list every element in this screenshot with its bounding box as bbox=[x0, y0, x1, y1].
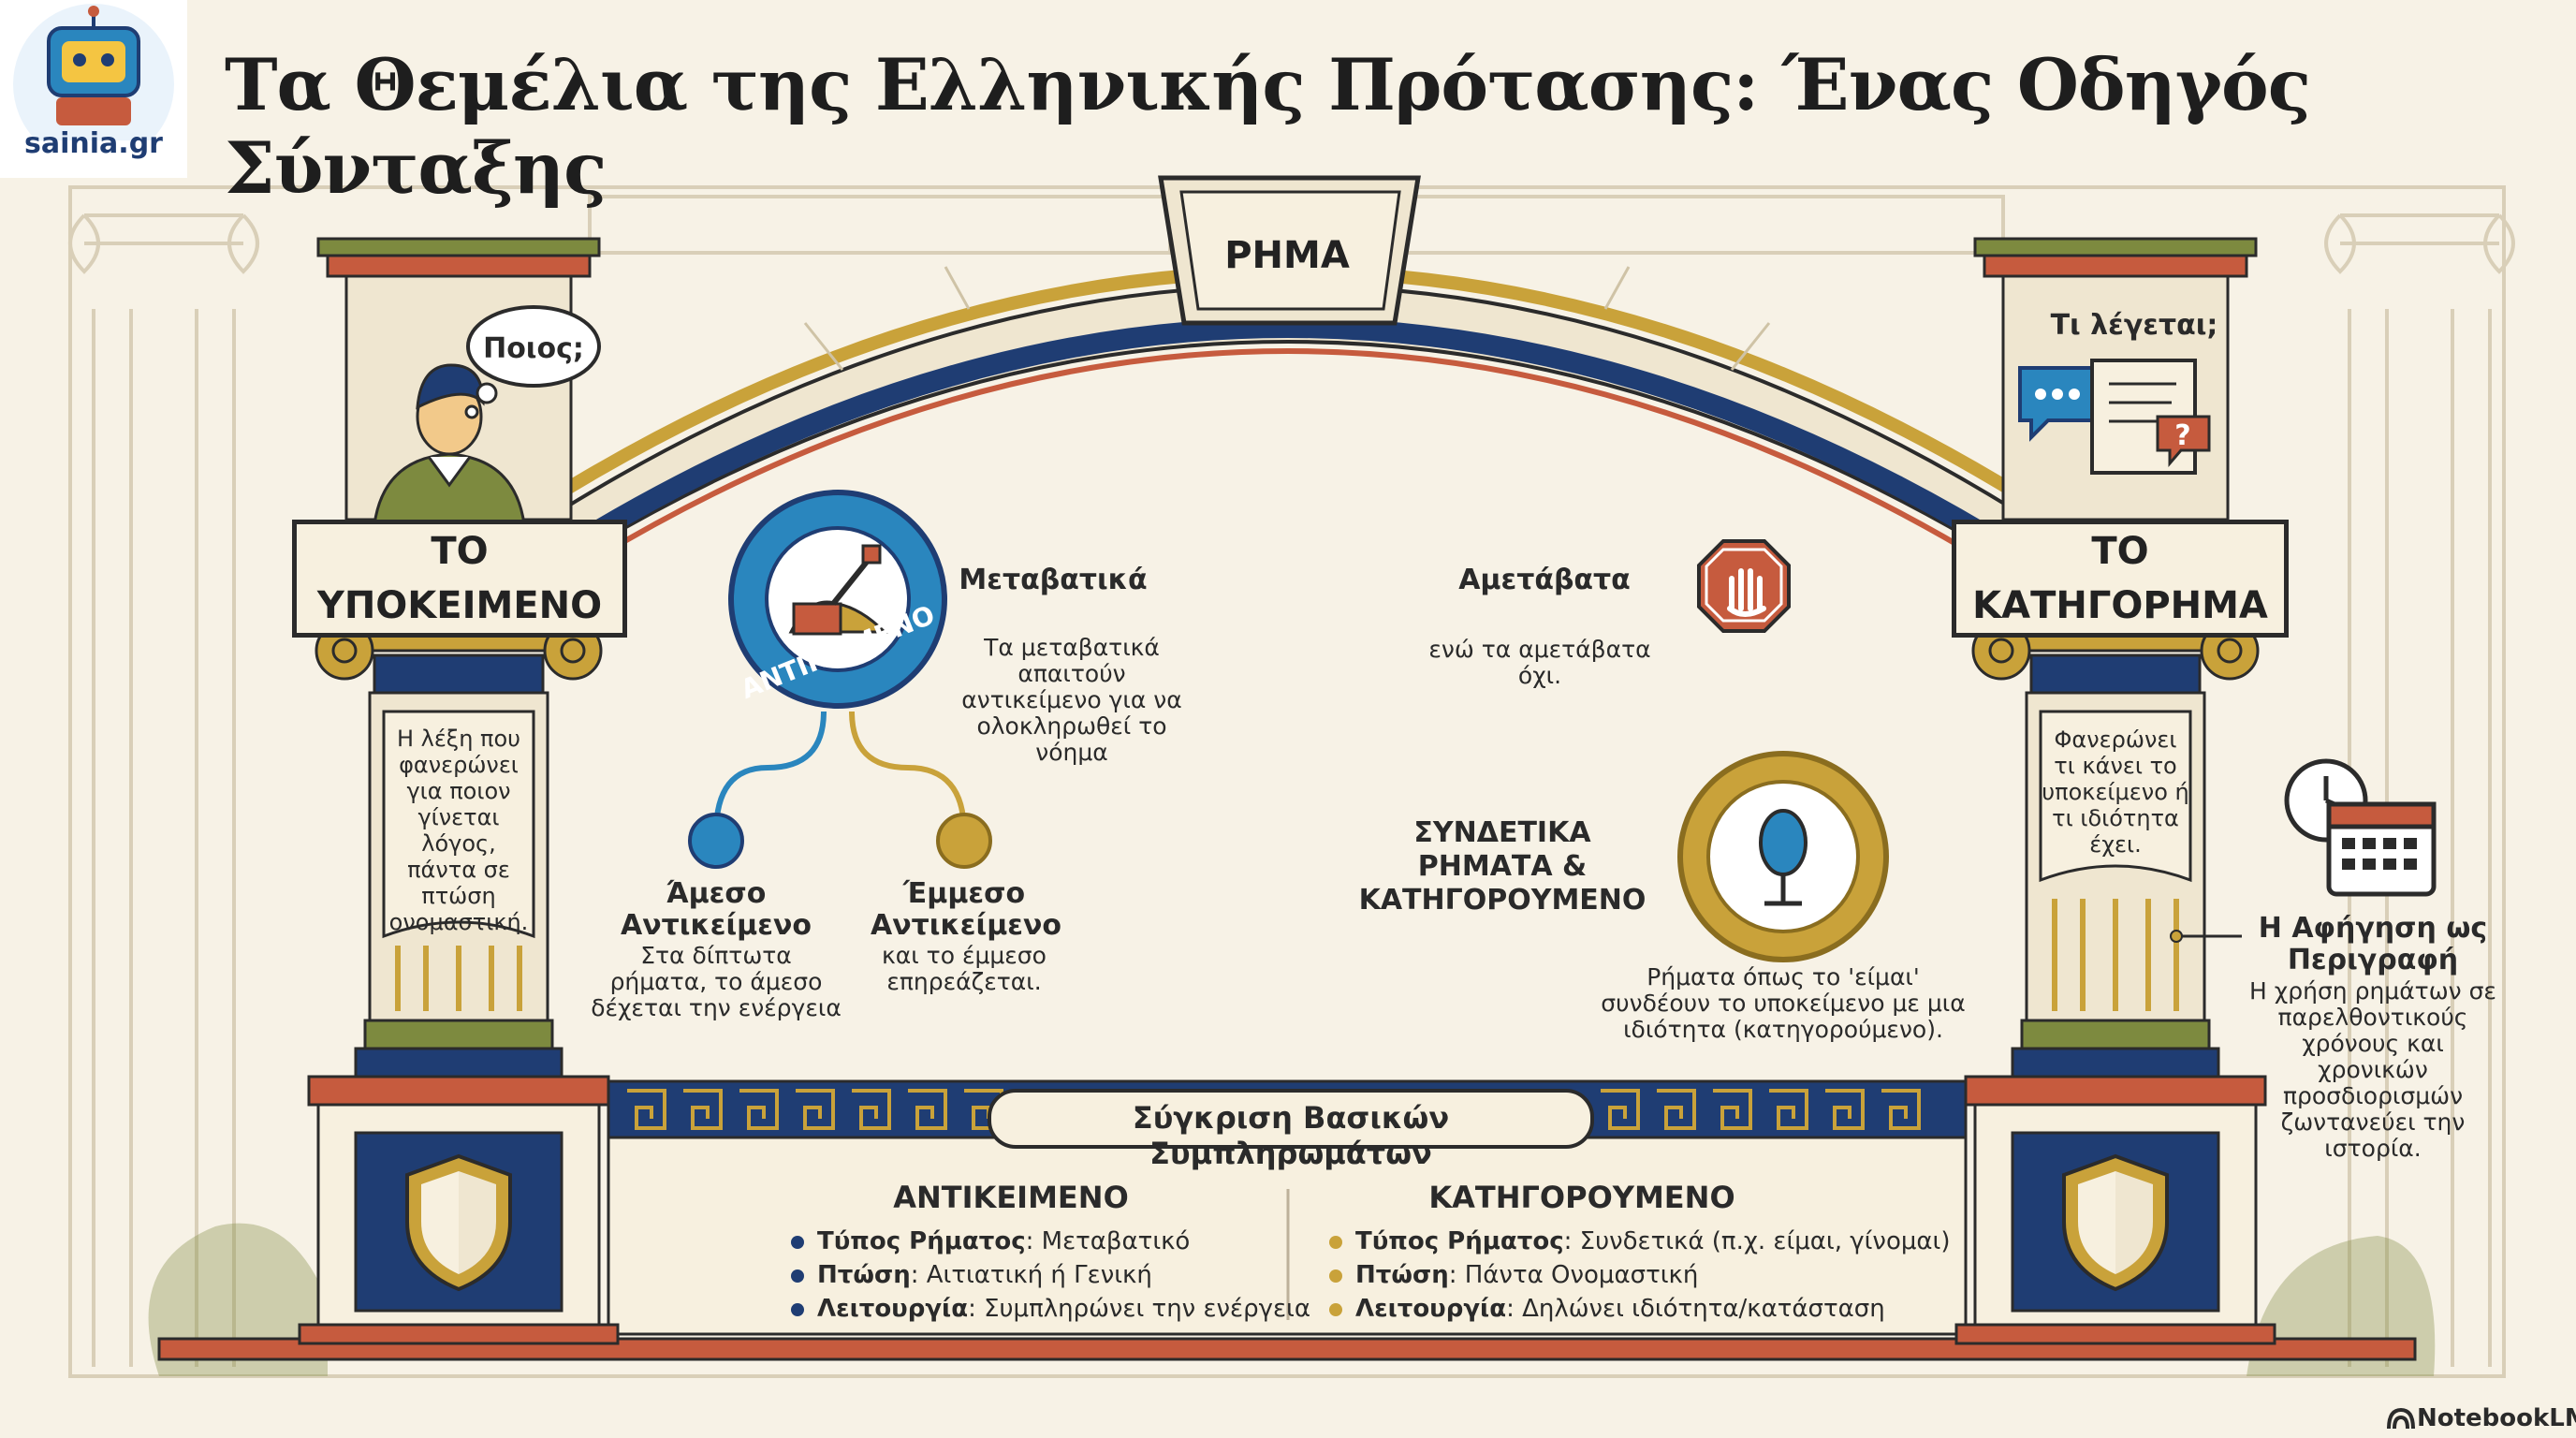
intransitive-title: Αμετάβατα bbox=[1458, 564, 1631, 596]
svg-text:?: ? bbox=[2174, 419, 2190, 452]
transitive-title: Μεταβατικά bbox=[959, 564, 1148, 596]
predicate-label: ΤΟ ΚΑΤΗΓΟΡΗΜΑ bbox=[1952, 520, 2289, 638]
logo-text: sainia.gr bbox=[24, 127, 163, 160]
verb-label: ΡΗΜΑ bbox=[1224, 234, 1350, 277]
predicate-scroll-text: Φανερώνει τι κάνει το υποκείμενο ή τι ιδ… bbox=[2042, 726, 2189, 858]
comparison-list-object: Τύπος Ρήματος: Μεταβατικό Πτώση: Αιτιατι… bbox=[791, 1225, 1310, 1326]
narration-text: Η χρήση ρημάτων σε παρελθοντικούς χρόνου… bbox=[2249, 977, 2496, 1162]
notebooklm-icon bbox=[2387, 1407, 2415, 1430]
subject-label: ΤΟ ΥΠΟΚΕΙΜΕΝΟ bbox=[292, 520, 627, 638]
shield-icon bbox=[405, 1153, 512, 1292]
linking-verbs-title: ΣΥΝΔΕΤΙΚΑ ΡΗΜΑΤΑ & ΚΑΤΗΓΟΡΟΥΜΕΝΟ bbox=[1358, 816, 1647, 917]
direct-object-title: Άμεσο Αντικείμενο bbox=[620, 877, 812, 942]
person-icon bbox=[373, 363, 526, 524]
mirror-icon bbox=[1677, 751, 1889, 962]
who-bubble-text: Ποιος; bbox=[483, 332, 584, 365]
indirect-object-title: Έμμεσο Αντικείμενο bbox=[871, 877, 1062, 942]
list-item: Λειτουργία: Δηλώνει ιδιότητα/κατάσταση bbox=[1329, 1292, 1951, 1326]
shield-icon bbox=[2062, 1153, 2169, 1292]
comparison-heading-predicate: ΚΑΤΗΓΟΡΟΥΜΕΝΟ bbox=[1428, 1180, 1735, 1215]
list-item: Πτώση: Αιτιατική ή Γενική bbox=[791, 1258, 1310, 1292]
linking-verbs-text: Ρήματα όπως το 'είμαι' συνδέουν το υποκε… bbox=[1601, 963, 1966, 1043]
calendar-icon bbox=[2326, 801, 2437, 897]
object-badge bbox=[728, 490, 947, 709]
indirect-object-text: και το έμμεσο επηρεάζεται. bbox=[882, 942, 1046, 995]
stop-hand-icon bbox=[1697, 539, 1791, 633]
logo-robot-icon bbox=[13, 4, 174, 169]
subject-scroll-text: Η λέξη που φανερώνει για ποιον γίνεται λ… bbox=[388, 726, 529, 935]
comparison-heading-object: ΑΝΤΙΚΕΙΜΕΝΟ bbox=[893, 1180, 1129, 1215]
thought-bubble-icon bbox=[464, 305, 601, 419]
shovel-dirt-icon bbox=[788, 544, 888, 636]
narration-title: Η Αφήγηση ως Περιγραφή bbox=[2258, 912, 2488, 976]
comparison-banner-text: Σύγκριση Βασικών Συμπληρωμάτων bbox=[1132, 1100, 1450, 1171]
comparison-list-predicate: Τύπος Ρήματος: Συνδετικά (π.χ. είμαι, γί… bbox=[1329, 1225, 1951, 1326]
footer-brand: NotebookLM bbox=[2417, 1404, 2576, 1432]
intransitive-text: ενώ τα αμετάβατα όχι. bbox=[1428, 636, 1651, 689]
logo[interactable]: sainia.gr bbox=[0, 0, 187, 178]
page-title: Τα Θεμέλια της Ελληνικής Πρότασης: Ένας … bbox=[225, 43, 2311, 210]
comparison-banner: Σύγκριση Βασικών Συμπληρωμάτων bbox=[988, 1089, 1594, 1171]
list-item: Τύπος Ρήματος: Μεταβατικό bbox=[791, 1225, 1310, 1258]
direct-object-text: Στα δίπτωτα ρήματα, το άμεσο δέχεται την… bbox=[591, 942, 842, 1021]
transitive-text: Τα μεταβατικά απαιτούν αντικείμενο για ν… bbox=[961, 634, 1182, 766]
list-item: Λειτουργία: Συμπληρώνει την ενέργεια bbox=[791, 1292, 1310, 1326]
scroll-question-icon: ? bbox=[2090, 359, 2211, 475]
predicate-question: Τι λέγεται; bbox=[2050, 309, 2218, 342]
list-item: Πτώση: Πάντα Ονομαστική bbox=[1329, 1258, 1951, 1292]
list-item: Τύπος Ρήματος: Συνδετικά (π.χ. είμαι, γί… bbox=[1329, 1225, 1951, 1258]
